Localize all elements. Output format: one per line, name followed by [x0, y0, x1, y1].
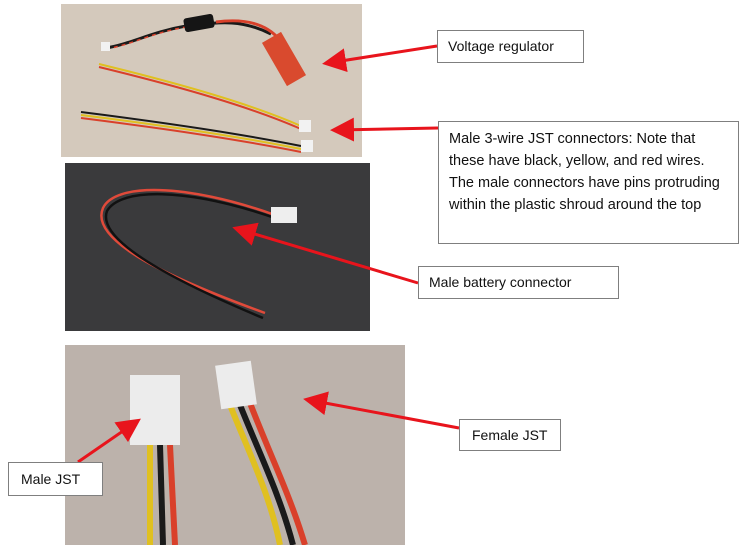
photo-male-female-jst	[65, 345, 405, 545]
callout-male-3wire-jst: Male 3-wire JST connectors: Note that th…	[438, 121, 739, 244]
photo-battery-connector	[65, 163, 370, 331]
callout-male-battery-connector: Male battery connector	[418, 266, 619, 299]
photo-regulator-and-jst-cables	[61, 4, 362, 157]
callout-voltage-regulator: Voltage regulator	[437, 30, 584, 63]
callout-female-jst: Female JST	[459, 419, 561, 451]
callout-male-jst: Male JST	[8, 462, 103, 496]
